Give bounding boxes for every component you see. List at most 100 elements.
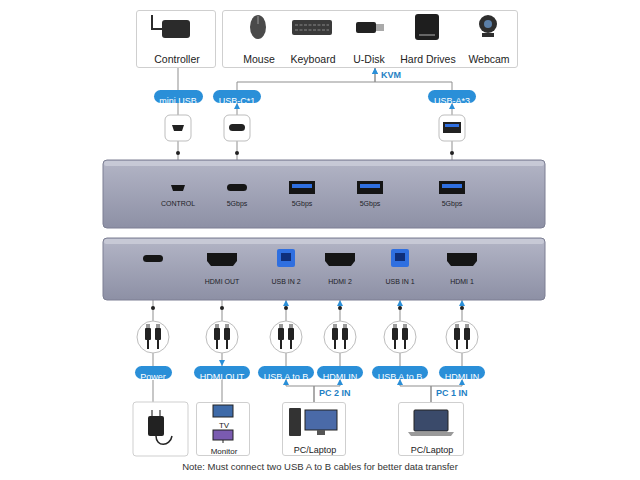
mouse-icon xyxy=(250,15,266,39)
cable-tag-text: HDMI OUT xyxy=(195,371,250,384)
controller-icon xyxy=(162,20,190,38)
connector-label: KVM xyxy=(380,70,402,80)
laptop-icon xyxy=(408,410,454,436)
cable-icon xyxy=(384,321,416,353)
port-label: 5Gbps xyxy=(360,200,381,208)
cable-tag: USB A to B xyxy=(372,366,428,379)
port-tag: mini USB xyxy=(154,90,203,103)
cable-icon xyxy=(446,321,478,353)
keyboard-icon xyxy=(292,20,332,35)
connector-label: PC 2 IN xyxy=(318,388,352,398)
port-dot xyxy=(220,306,224,310)
cable-tag-text: USB A to B xyxy=(373,371,428,384)
back-panel: HDMI OUTUSB IN 2HDMI 2USB IN 1HDMI 1 xyxy=(103,238,545,300)
connector-label: PC 1 IN xyxy=(435,388,469,398)
hard-drive-icon xyxy=(415,14,439,40)
front-panel-body xyxy=(357,181,383,194)
usb-disk-icon xyxy=(356,22,376,33)
device-name: Monitor xyxy=(211,446,238,458)
cable-icon xyxy=(137,321,169,353)
note-text: Note: Must connect two USB A to B cables… xyxy=(0,461,640,473)
cable-icon xyxy=(206,321,238,353)
port-dot xyxy=(398,306,402,310)
webcam-icon xyxy=(484,20,492,28)
mini-usb-port-icon xyxy=(165,115,191,141)
display-icon xyxy=(213,430,233,440)
port-label: 5Gbps xyxy=(292,200,313,208)
computer-box: PC/Laptop xyxy=(398,402,464,456)
back-panel-body xyxy=(395,253,405,261)
device-name: Webcam xyxy=(468,53,509,65)
cable-tag: HDMI IN xyxy=(439,366,485,379)
power-adapter-icon xyxy=(152,410,160,416)
device-name: Controller xyxy=(154,53,200,65)
controller-icon xyxy=(152,15,162,29)
back-panel-body xyxy=(207,253,237,266)
device-name: PC/Laptop xyxy=(411,444,454,456)
port-dot xyxy=(284,306,288,310)
peripheral-box: MouseKeyboardU-DiskHard DrivesWebcam xyxy=(222,10,518,68)
device-name: PC/Laptop xyxy=(294,444,337,456)
cable-icon xyxy=(270,321,302,353)
usb-disk-icon xyxy=(356,22,384,33)
usb-a-port-icon xyxy=(439,115,465,141)
port-tag-text: mini USB xyxy=(154,95,202,108)
display-icon xyxy=(213,405,233,443)
front-panel-body xyxy=(292,184,312,188)
cable-tag-text: Power xyxy=(135,371,171,384)
port-dot xyxy=(176,151,454,155)
usb-disk-icon xyxy=(376,24,384,31)
port-tag: USB-C*1 xyxy=(213,90,261,103)
display-icon xyxy=(213,405,233,417)
front-panel-body xyxy=(103,160,545,228)
front-panel-body xyxy=(103,160,545,228)
power-adapter-icon xyxy=(156,436,172,444)
laptop-icon xyxy=(408,432,454,436)
cable-tag-text: USB A to B xyxy=(259,371,314,384)
port-label: 5Gbps xyxy=(227,200,248,208)
usb-a-port-icon xyxy=(439,115,465,141)
port-label: HDMI 1 xyxy=(450,278,474,286)
port-dot xyxy=(151,306,464,310)
controller-box: Controller xyxy=(136,10,216,68)
power-adapter-icon xyxy=(133,402,188,456)
keyboard-icon xyxy=(292,20,332,35)
power-adapter-icon xyxy=(148,416,164,436)
port-dot xyxy=(151,306,155,310)
device-name: Hard Drives xyxy=(400,53,455,65)
mouse-icon xyxy=(258,16,259,24)
back-panel-body xyxy=(143,255,163,262)
device-name: Keyboard xyxy=(291,53,336,65)
back-panel-body xyxy=(104,239,544,244)
cable-icon xyxy=(324,321,356,353)
mini-usb-port-icon xyxy=(172,125,184,131)
mouse-icon xyxy=(250,15,266,39)
cable-tag: HDMI OUT xyxy=(194,366,250,379)
connector-line xyxy=(222,379,223,402)
port-label: HDMI 2 xyxy=(328,278,352,286)
usb-c-port-icon xyxy=(224,115,250,141)
keyboard-icon xyxy=(295,25,329,30)
usb-c-port-icon xyxy=(224,115,250,141)
back-panel-body xyxy=(447,253,477,266)
cable-tag: USB A to B xyxy=(258,366,314,379)
laptop-icon xyxy=(414,410,448,431)
back-panel-body xyxy=(325,253,355,266)
hard-drive-icon xyxy=(419,34,435,36)
front-panel-body xyxy=(442,184,462,188)
usb-a-port-icon xyxy=(445,124,459,127)
usb-c-port-icon xyxy=(229,124,245,131)
front-panel-body xyxy=(171,185,185,191)
webcam-icon xyxy=(479,15,497,37)
port-label: USB IN 1 xyxy=(385,278,414,286)
front-panel-body xyxy=(439,181,465,194)
webcam-icon xyxy=(482,33,494,37)
port-dot xyxy=(460,306,464,310)
computer-box: PC/Laptop xyxy=(282,402,346,456)
port-dot xyxy=(338,306,342,310)
back-panel-body xyxy=(103,238,545,300)
port-label: CONTROL xyxy=(161,200,195,208)
